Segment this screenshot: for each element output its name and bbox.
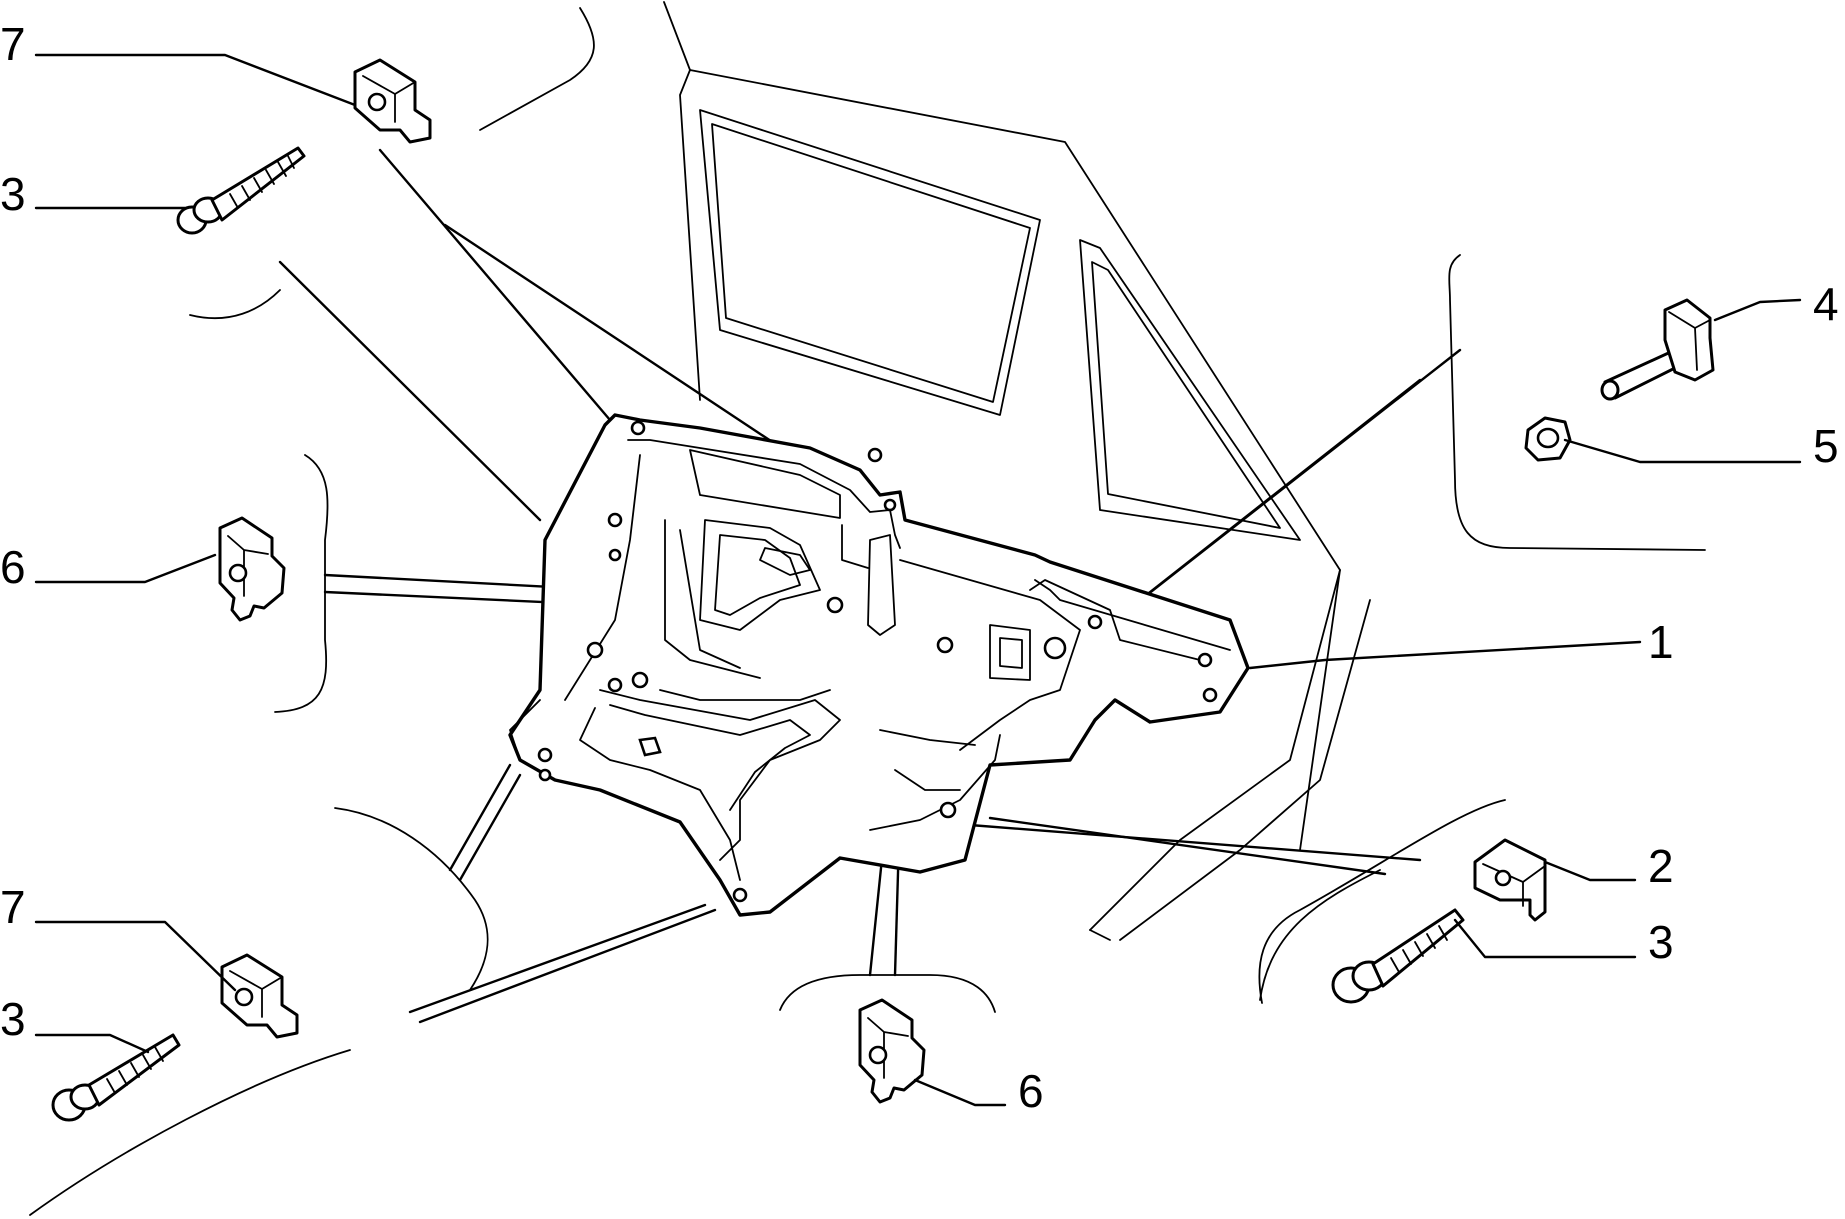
door-outline bbox=[663, 1, 1371, 941]
clip-nut-part-7-bottom bbox=[220, 953, 299, 1039]
regulator-panel bbox=[508, 413, 1250, 917]
clip-part-2 bbox=[1473, 838, 1547, 922]
callout-7-top: 7 bbox=[0, 18, 26, 70]
screw-part-3-bottom-left bbox=[51, 1033, 181, 1122]
clip-part-6-left bbox=[218, 516, 286, 622]
callout-4: 4 bbox=[1813, 278, 1839, 330]
callout-2: 2 bbox=[1648, 840, 1674, 892]
callout-3-bottom-right: 3 bbox=[1648, 916, 1674, 968]
screw-part-3-bottom-right bbox=[1331, 908, 1465, 1004]
callout-3-top: 3 bbox=[0, 168, 26, 220]
callout-7-bottom: 7 bbox=[0, 881, 26, 933]
callout-6-bottom: 6 bbox=[1018, 1065, 1044, 1117]
callout-5: 5 bbox=[1813, 420, 1839, 472]
callout-6-left: 6 bbox=[0, 541, 26, 593]
callout-leaders bbox=[34, 53, 1802, 1107]
clip-part-6-bottom bbox=[858, 998, 926, 1104]
callout-numbers: 7 3 6 7 3 4 5 1 2 3 6 bbox=[0, 18, 1839, 1117]
callout-1: 1 bbox=[1648, 616, 1674, 668]
nut-part-5 bbox=[1524, 416, 1572, 462]
callout-3-bottom-left: 3 bbox=[0, 993, 26, 1045]
screw-part-3-top bbox=[176, 146, 306, 235]
clip-nut-part-7-top bbox=[353, 58, 432, 144]
bolt-with-clip-part-4 bbox=[1600, 298, 1715, 401]
